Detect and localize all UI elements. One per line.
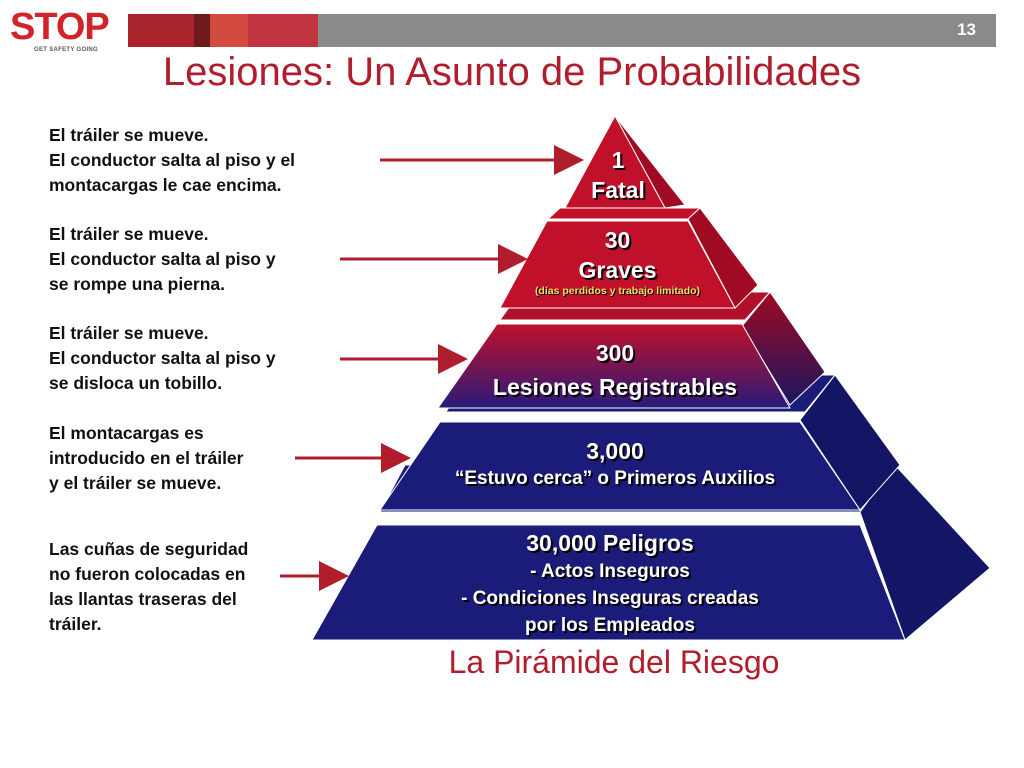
level-1-count: 1	[611, 147, 625, 173]
level-2-name: Graves	[578, 257, 657, 283]
level-5-item-2: - Condiciones Inseguras creadas	[461, 588, 759, 609]
logo-text: STOP	[10, 6, 110, 48]
caption-graves: El tráiler se mueve.El conductor salta a…	[49, 224, 276, 294]
logo-tagline: GET SAFETY GOING	[34, 47, 99, 53]
accent-block-3	[210, 14, 248, 47]
accent-block-4	[248, 14, 318, 47]
level-4-name: “Estuvo cerca” o Primeros Auxilios	[454, 468, 776, 489]
level-2-label: 30 Graves (días perdidos y trabajo limit…	[505, 225, 730, 298]
stop-logo: STOP GET SAFETY GOING	[8, 6, 118, 56]
level-3-count: 300	[595, 340, 635, 366]
level-2-top-face	[546, 207, 702, 220]
accent-block-2	[194, 14, 210, 47]
level-5-front	[311, 524, 906, 641]
level-5-item-3: por los Empleados	[525, 615, 695, 636]
level-1-name: Fatal	[591, 177, 645, 203]
level-5-count: 30,000 Peligros	[526, 530, 694, 556]
caption-registrables: El tráiler se mueve.El conductor salta a…	[49, 323, 276, 393]
slide-title: Lesiones: Un Asunto de Probabilidades	[162, 50, 862, 94]
level-3-front	[437, 323, 791, 409]
pyramid-caption: La Pirámide del Riesgo	[448, 644, 780, 680]
level-2-sublabel: (días perdidos y trabajo limitado)	[534, 285, 701, 297]
level-3-side	[741, 291, 826, 406]
level-4-front	[379, 421, 861, 511]
level-3-label: 300 Lesiones Registrables	[440, 336, 790, 404]
level-1-front	[564, 114, 666, 209]
caption-fatal: El tráiler se mueve.El conductor salta a…	[49, 125, 296, 195]
level-3-name: Lesiones Registrables	[492, 374, 738, 400]
level-2-front	[499, 220, 736, 309]
level-4-label: 3,000 “Estuvo cerca” o Primeros Auxilios	[380, 436, 850, 492]
level-2-count: 30	[604, 227, 631, 253]
header-bar: 13	[128, 14, 996, 47]
level-4-count: 3,000	[586, 438, 644, 464]
slide-number: 13	[957, 20, 976, 39]
level-5-label: 30,000 Peligros - Actos Inseguros - Cond…	[330, 528, 890, 639]
level-5-item-1: - Actos Inseguros	[530, 561, 690, 582]
level-1-label: 1 Fatal	[568, 145, 668, 205]
accent-block-1	[128, 14, 194, 47]
